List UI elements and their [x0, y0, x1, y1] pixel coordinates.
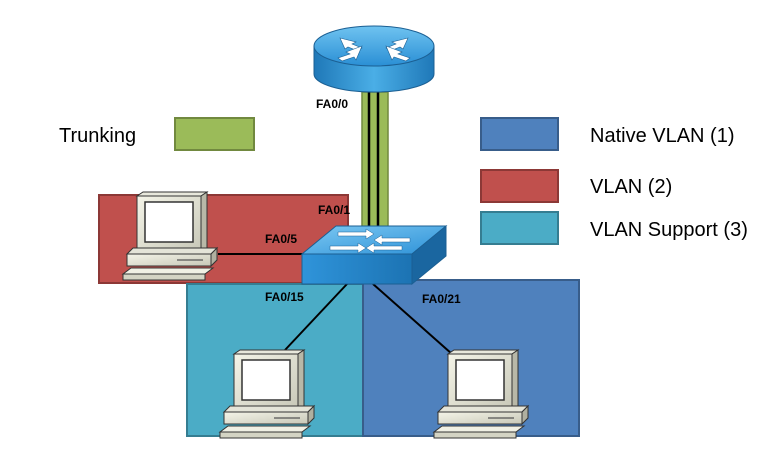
legend-trunking-label: Trunking: [59, 125, 136, 147]
legend-vlan2-label: VLAN (2): [590, 176, 672, 198]
port-label-fa0-21: FA0/21: [422, 292, 461, 306]
port-label-fa0-0: FA0/0: [316, 97, 348, 111]
cable-support-pc: [284, 283, 348, 351]
port-label-fa0-15: FA0/15: [265, 290, 304, 304]
legend-trunking-swatch: [174, 117, 255, 151]
legend-native-vlan-label: Native VLAN (1): [590, 125, 735, 147]
cable-native-pc: [372, 283, 453, 355]
legend-native-vlan-swatch: [480, 117, 559, 151]
switch-icon: [300, 224, 448, 286]
port-label-fa0-5: FA0/5: [265, 232, 297, 246]
router-icon: [313, 25, 435, 93]
port-label-fa0-1: FA0/1: [318, 203, 350, 217]
legend-vlan-support-swatch: [480, 211, 559, 245]
trunk-link: [361, 91, 389, 231]
legend-vlan2-swatch: [480, 169, 559, 203]
legend-vlan-support-label: VLAN Support (3): [590, 219, 748, 241]
